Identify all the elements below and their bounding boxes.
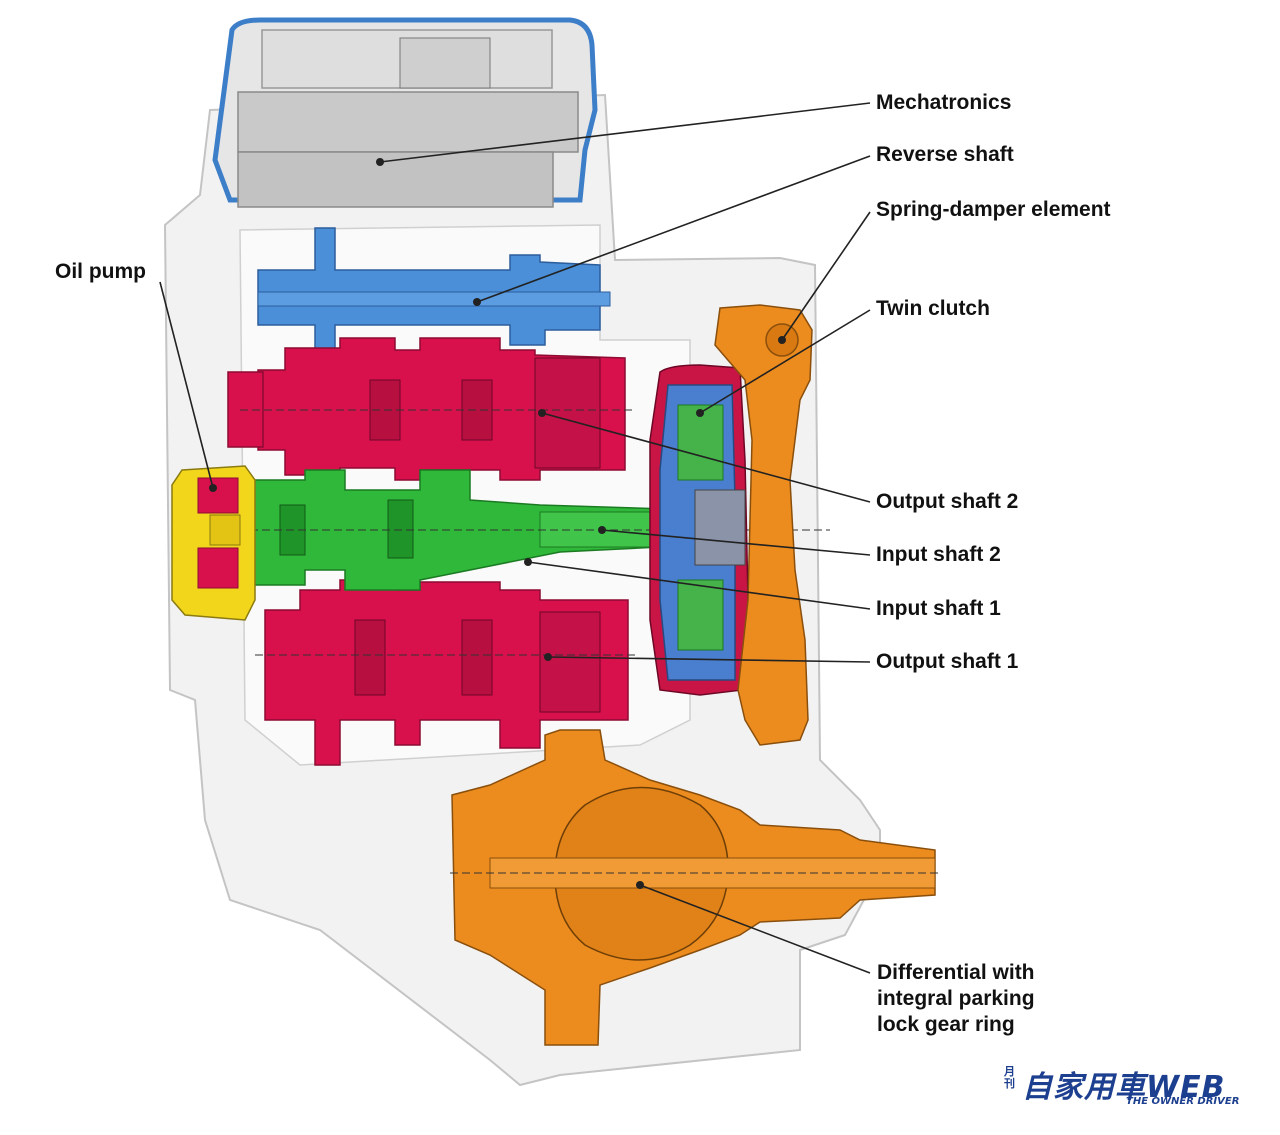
differential [450,729,940,1046]
label-reverse-shaft: Reverse shaft [876,143,1014,166]
output-shaft-2 [227,337,635,481]
logo-tagline: THE OWNER DRIVER [1126,1096,1240,1107]
logo-wordmark: 自家用車WEB [1022,1070,1226,1105]
logo-monthly-mark: 月刊 [1004,1065,1015,1090]
output-shaft-1 [255,579,635,766]
oil-pump [171,465,256,621]
label-input-shaft-2: Input shaft 2 [876,543,1001,566]
label-oil-pump: Oil pump [55,260,146,283]
label-differential-line-3: lock gear ring [877,1013,1015,1036]
label-output-shaft-1: Output shaft 1 [876,650,1019,673]
reverse-shaft [257,227,611,371]
label-twin-clutch: Twin clutch [876,297,990,320]
publisher-logo: 月刊 自家用車WEB THE OWNER DRIVER [1000,1062,1260,1110]
mechatronics-unit [212,17,598,208]
label-differential: Differential with integral parking lock … [877,960,1077,1038]
label-input-shaft-1: Input shaft 1 [876,597,1001,620]
twin-clutch [649,364,749,696]
label-spring-damper-element: Spring-damper element [876,198,1111,221]
label-output-shaft-2: Output shaft 2 [876,490,1019,513]
label-mechatronics: Mechatronics [876,91,1012,114]
label-differential-line-1: Differential with [877,961,1035,984]
leader-lines [159,102,871,974]
label-differential-line-2: integral parking [877,987,1035,1010]
